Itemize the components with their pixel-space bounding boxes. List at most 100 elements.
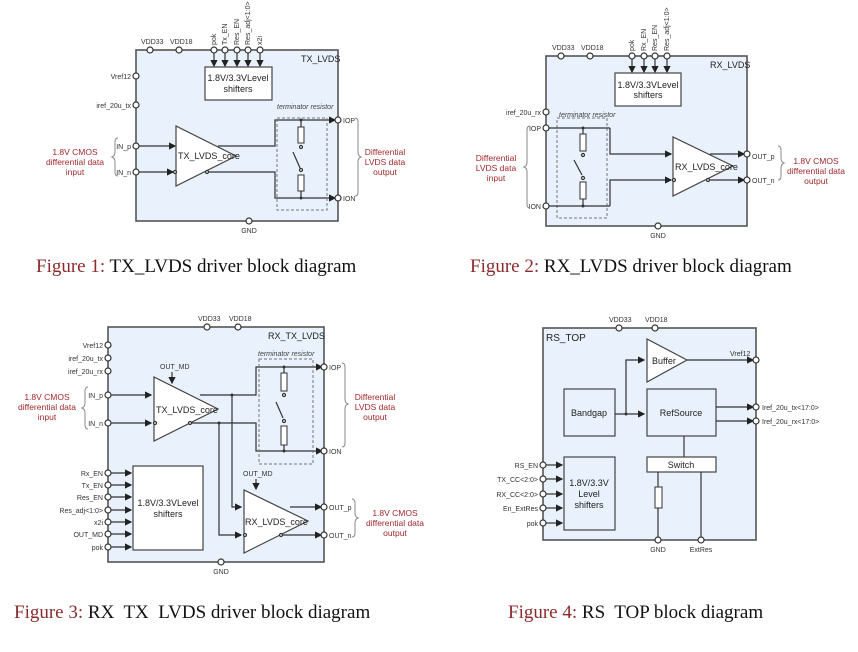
caption-prefix: Figure 4: bbox=[508, 602, 578, 623]
level-shifter-label: shifters bbox=[153, 509, 183, 519]
pin-rx-en bbox=[640, 52, 648, 60]
pin-vdd33 bbox=[146, 46, 154, 54]
pin-label: iref_20u_tx bbox=[68, 356, 103, 363]
resistor bbox=[297, 126, 305, 144]
pin-extres bbox=[697, 536, 705, 544]
pin-res-en bbox=[104, 493, 112, 501]
pin-label: IOP bbox=[529, 126, 541, 133]
terminator-label: terminator resistor bbox=[277, 104, 334, 111]
resistor bbox=[654, 486, 663, 509]
switch-box bbox=[646, 456, 717, 473]
figure-4-rs-top: RS_TOP VDD33 VDD18 Buffer Vref12 Bandgap… bbox=[496, 317, 819, 554]
pin-res-en bbox=[233, 46, 241, 54]
pin-tx-en bbox=[221, 46, 229, 54]
terminator-label: terminator resistor bbox=[258, 351, 315, 358]
input-note: input bbox=[38, 412, 57, 422]
pin-label: OUT_MD bbox=[73, 532, 103, 539]
pin-label: VDD33 bbox=[141, 39, 164, 46]
pin-label: VDD18 bbox=[645, 317, 668, 324]
pin-out-n bbox=[743, 176, 751, 184]
pin-pok bbox=[539, 519, 547, 527]
pin-label: Rx_EN bbox=[81, 471, 103, 478]
pin-pok bbox=[210, 46, 218, 54]
core-label: TX_LVDS_core bbox=[178, 151, 240, 161]
control-pins: pok Rx_EN Res_EN Res_adj<1:0> bbox=[628, 7, 671, 74]
pin-iref-20u-rx bbox=[104, 367, 112, 375]
pin-ion bbox=[334, 194, 342, 202]
pin-en-extres bbox=[539, 504, 547, 512]
pin-vdd18 bbox=[175, 46, 183, 54]
output-note-cmos: 1.8V CMOS bbox=[372, 508, 418, 518]
pin-label: ION bbox=[329, 449, 341, 456]
pin-label: VDD18 bbox=[581, 45, 604, 52]
pin-x2i bbox=[256, 46, 264, 54]
caption-prefix: Figure 3: bbox=[14, 602, 84, 623]
pin-label: Rx_EN bbox=[641, 29, 648, 51]
pin-label: VDD33 bbox=[609, 317, 632, 324]
pin-vref12 bbox=[752, 356, 760, 364]
buffer-label: Buffer bbox=[652, 356, 676, 366]
pin-iref-20u-rx bbox=[542, 108, 550, 116]
pin-vref12 bbox=[104, 341, 112, 349]
pin-label: iref_20u_rx bbox=[68, 369, 104, 376]
level-shifter-label: shifters bbox=[574, 500, 604, 510]
switch bbox=[573, 159, 583, 176]
input-note: input bbox=[487, 173, 506, 183]
bandgap-box bbox=[563, 388, 616, 437]
pin-label: GND bbox=[213, 569, 229, 576]
resistor bbox=[579, 133, 587, 152]
control-pins: pok Tx_EN Res_EN Res_adj<1:0> x2i bbox=[210, 1, 264, 68]
pin-label: IOP bbox=[343, 118, 355, 125]
pin-label: IN_p bbox=[116, 144, 131, 151]
level-shifter-label: 1.8V/3.3VLevel bbox=[137, 498, 198, 508]
pin-res-adj bbox=[663, 52, 671, 60]
pin-label: pok bbox=[92, 545, 104, 552]
figure-1-tx-lvds: TX_LVDS VDD33 VDD18 pok Tx_EN Res_EN Res… bbox=[46, 1, 405, 235]
level-shifter-box bbox=[563, 456, 616, 531]
pin-in-p bbox=[104, 391, 112, 399]
level-shifter-label: 1.8V/3.3VLevel bbox=[617, 80, 678, 90]
output-note-cmos: differential data bbox=[366, 518, 424, 528]
tx-core-label: TX_LVDS_core bbox=[156, 405, 218, 415]
figure-2-caption: Figure 2: RX_LVDS driver block diagram bbox=[470, 256, 792, 278]
block-name: RS_TOP bbox=[546, 333, 586, 344]
level-shifter-label: shifters bbox=[223, 84, 253, 94]
pin-gnd bbox=[245, 217, 253, 225]
pin-iref-20u-tx bbox=[104, 354, 112, 362]
figure-2-rx-lvds: RX_LVDS VDD33 VDD18 pok Rx_EN Res_EN Res… bbox=[476, 7, 845, 240]
pin-label: ION bbox=[529, 204, 541, 211]
pin-label: Res_adj<1:0> bbox=[59, 508, 103, 515]
output-note: output bbox=[373, 167, 397, 177]
output-note-cmos: output bbox=[383, 528, 407, 538]
pin-iop bbox=[334, 116, 342, 124]
pin-label: Iref_20u_tx<17:0> bbox=[762, 405, 819, 412]
pin-res-adj bbox=[104, 506, 112, 514]
output-note-lvds: LVDS data bbox=[355, 402, 396, 412]
caption-text: RS TOP block diagram bbox=[577, 602, 764, 623]
pin-label: Res_EN bbox=[234, 19, 241, 45]
pin-pok bbox=[104, 543, 112, 551]
pin-label: Vref12 bbox=[83, 343, 103, 350]
pin-label: OUT_n bbox=[329, 533, 352, 540]
input-note: differential data bbox=[46, 157, 104, 167]
rx-core-label: RX_LVDS_core bbox=[245, 517, 308, 527]
input-note: 1.8V CMOS bbox=[52, 147, 98, 157]
caption-text: TX_LVDS driver block diagram bbox=[105, 256, 357, 277]
figure-3-caption: Figure 3: RX TX LVDS driver block diagra… bbox=[14, 602, 370, 624]
pin-out-p bbox=[320, 503, 328, 511]
switch bbox=[275, 401, 284, 419]
pin-vdd18 bbox=[586, 52, 594, 60]
pin-in-n bbox=[104, 419, 112, 427]
pin-label: pok bbox=[527, 521, 539, 528]
pin-rs-en bbox=[539, 461, 547, 469]
caption-prefix: Figure 1: bbox=[36, 256, 106, 277]
pin-iop bbox=[542, 124, 550, 132]
pin-label: IN_n bbox=[116, 170, 131, 177]
pin-vdd18 bbox=[234, 323, 242, 331]
pin-label: Res_EN bbox=[652, 25, 659, 51]
refsource-box bbox=[646, 388, 717, 437]
pin-label: Res_adj<1:0> bbox=[245, 1, 252, 45]
pin-label: Res_EN bbox=[77, 495, 103, 502]
caption-prefix: Figure 2: bbox=[470, 256, 540, 277]
